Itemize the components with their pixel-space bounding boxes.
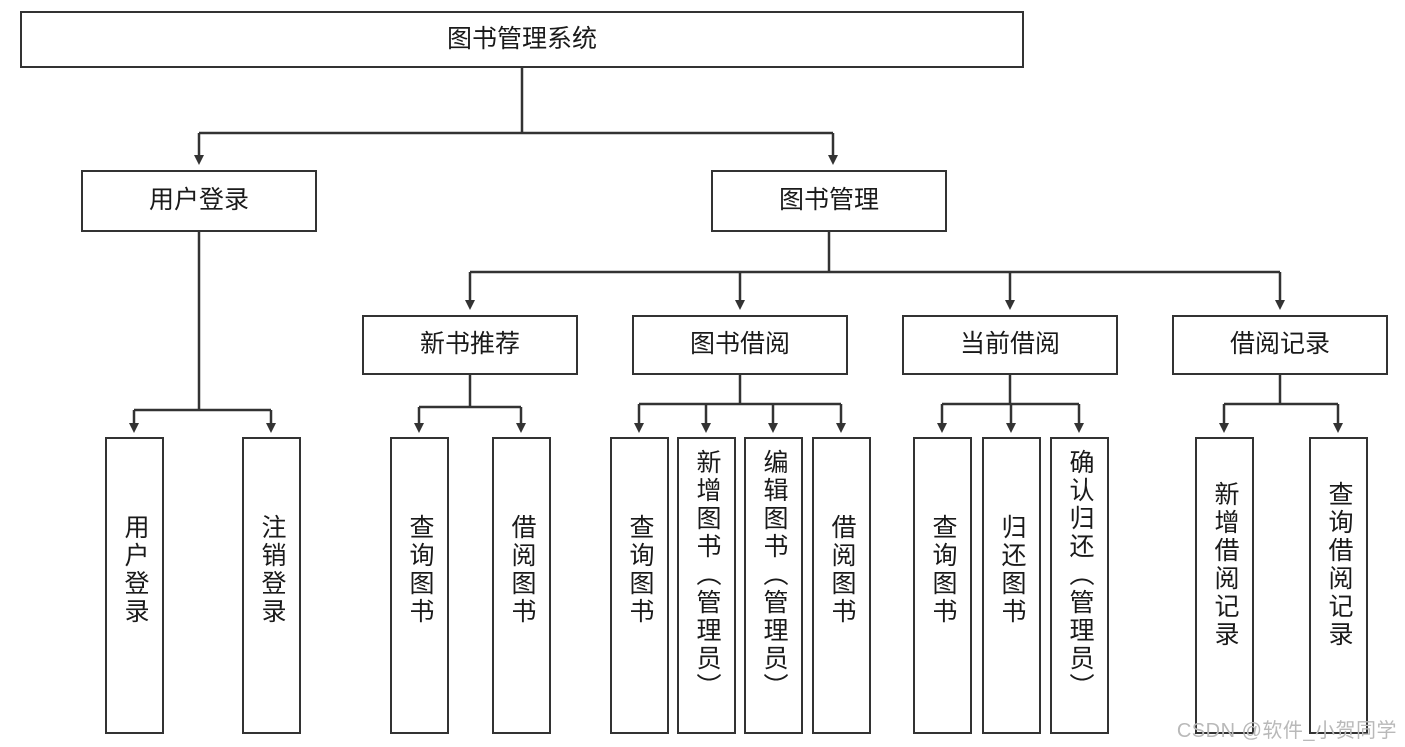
leaf-currentborrow-query-books[interactable]: 查询图书 — [913, 437, 972, 734]
node-book-borrowing[interactable]: 图书借阅 — [632, 315, 848, 375]
node-user-login[interactable]: 用户登录 — [81, 170, 317, 232]
node-label: 借阅图书 — [508, 514, 536, 626]
node-label: 查询借阅记录 — [1325, 481, 1353, 649]
node-label: 查询图书 — [406, 514, 434, 626]
node-current-borrowing[interactable]: 当前借阅 — [902, 315, 1118, 375]
node-label: 归还图书 — [998, 514, 1026, 626]
leaf-currentborrow-return-books[interactable]: 归还图书 — [982, 437, 1041, 734]
leaf-newbook-borrow-books[interactable]: 借阅图书 — [492, 437, 551, 734]
node-label: 借阅记录 — [1229, 330, 1330, 359]
node-label: 新增图书（管理员） — [693, 449, 721, 701]
node-label: 用户登录 — [121, 514, 149, 626]
node-label: 图书借阅 — [689, 330, 790, 359]
leaf-currentborrow-confirm-return-admin[interactable]: 确认归还（管理员） — [1050, 437, 1109, 734]
leaf-borrowrecord-add-record[interactable]: 新增借阅记录 — [1195, 437, 1254, 734]
node-label: 当前借阅 — [959, 330, 1060, 359]
leaf-borrowrecord-query-record[interactable]: 查询借阅记录 — [1309, 437, 1368, 734]
watermark-text: CSDN @软件_小贺同学 — [1176, 720, 1397, 742]
node-label: 图书管理 — [778, 186, 879, 215]
node-label: 图书管理系统 — [446, 24, 597, 53]
leaf-logout[interactable]: 注销登录 — [242, 437, 301, 734]
node-label: 借阅图书 — [828, 514, 856, 626]
node-label: 查询图书 — [929, 514, 957, 626]
node-label: 查询图书 — [626, 514, 654, 626]
leaf-newbook-query-books[interactable]: 查询图书 — [390, 437, 449, 734]
leaf-user-login[interactable]: 用户登录 — [105, 437, 164, 734]
node-new-book-recommendation[interactable]: 新书推荐 — [362, 315, 578, 375]
node-label: 用户登录 — [148, 186, 249, 215]
node-label: 新增借阅记录 — [1211, 481, 1239, 649]
leaf-bookborrow-borrow-books[interactable]: 借阅图书 — [812, 437, 871, 734]
node-label: 新书推荐 — [419, 330, 520, 359]
leaf-bookborrow-edit-book-admin[interactable]: 编辑图书（管理员） — [744, 437, 803, 734]
leaf-bookborrow-query-books[interactable]: 查询图书 — [610, 437, 669, 734]
leaf-bookborrow-add-book-admin[interactable]: 新增图书（管理员） — [677, 437, 736, 734]
node-label: 确认归还（管理员） — [1066, 449, 1094, 701]
node-root-book-management-system[interactable]: 图书管理系统 — [20, 11, 1024, 68]
node-book-management[interactable]: 图书管理 — [711, 170, 947, 232]
node-label: 注销登录 — [258, 514, 286, 626]
node-borrowing-record[interactable]: 借阅记录 — [1172, 315, 1388, 375]
node-label: 编辑图书（管理员） — [760, 449, 788, 701]
